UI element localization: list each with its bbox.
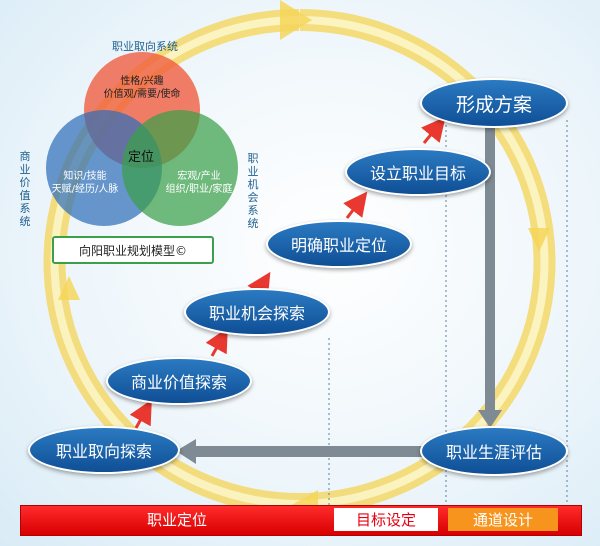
- ring-arrowhead-left: [58, 276, 80, 300]
- venn-diagram: [46, 52, 238, 226]
- venn-left-label: 商业价值系统: [19, 150, 31, 228]
- step-set-goal: 设立职业目标: [345, 148, 491, 196]
- step-career-orientation: 职业取向探索: [28, 426, 180, 474]
- step-clarify-position: 明确职业定位: [266, 220, 412, 268]
- venn-top-line-2: 价值观/需要/使命: [103, 89, 181, 100]
- venn-right-label: 职业机会系统: [247, 152, 259, 230]
- bar-career-position: 职业定位: [146, 511, 207, 529]
- venn-left-line-2: 天赋/经历/人脉: [51, 184, 119, 195]
- ring-arrowhead-right: [528, 228, 550, 252]
- venn-top-text: 性格/兴趣 价值观/需要/使命: [92, 75, 192, 101]
- step-business-value: 商业价值探索: [106, 357, 252, 405]
- venn-left-text: 知识/技能 天赋/经历/人脉: [48, 170, 122, 196]
- step-career-evaluation: 职业生涯评估: [420, 426, 568, 476]
- model-caption: 向阳职业规划模型©: [52, 236, 214, 264]
- venn-right-line-2: 组织/职业/家庭: [165, 184, 233, 195]
- ring-arrowhead-top: [280, 0, 312, 40]
- grey-arrows: [176, 122, 502, 464]
- venn-left-line-1: 知识/技能: [63, 171, 107, 182]
- bar-channel-design: 通道设计: [448, 508, 558, 531]
- bar-goal-setting: 目标设定: [334, 508, 438, 531]
- venn-center-text: 定位: [127, 150, 154, 165]
- step-form-plan: 形成方案: [420, 78, 568, 128]
- venn-right-text: 宏观/产业 组织/职业/家庭: [158, 170, 240, 196]
- venn-top-label: 职业取向系统: [112, 40, 178, 53]
- venn-top-line-1: 性格/兴趣: [120, 76, 164, 87]
- step-career-opportunity: 职业机会探索: [184, 288, 330, 336]
- venn-circle-opportunity: [122, 110, 238, 226]
- venn-right-line-1: 宏观/产业: [177, 171, 221, 182]
